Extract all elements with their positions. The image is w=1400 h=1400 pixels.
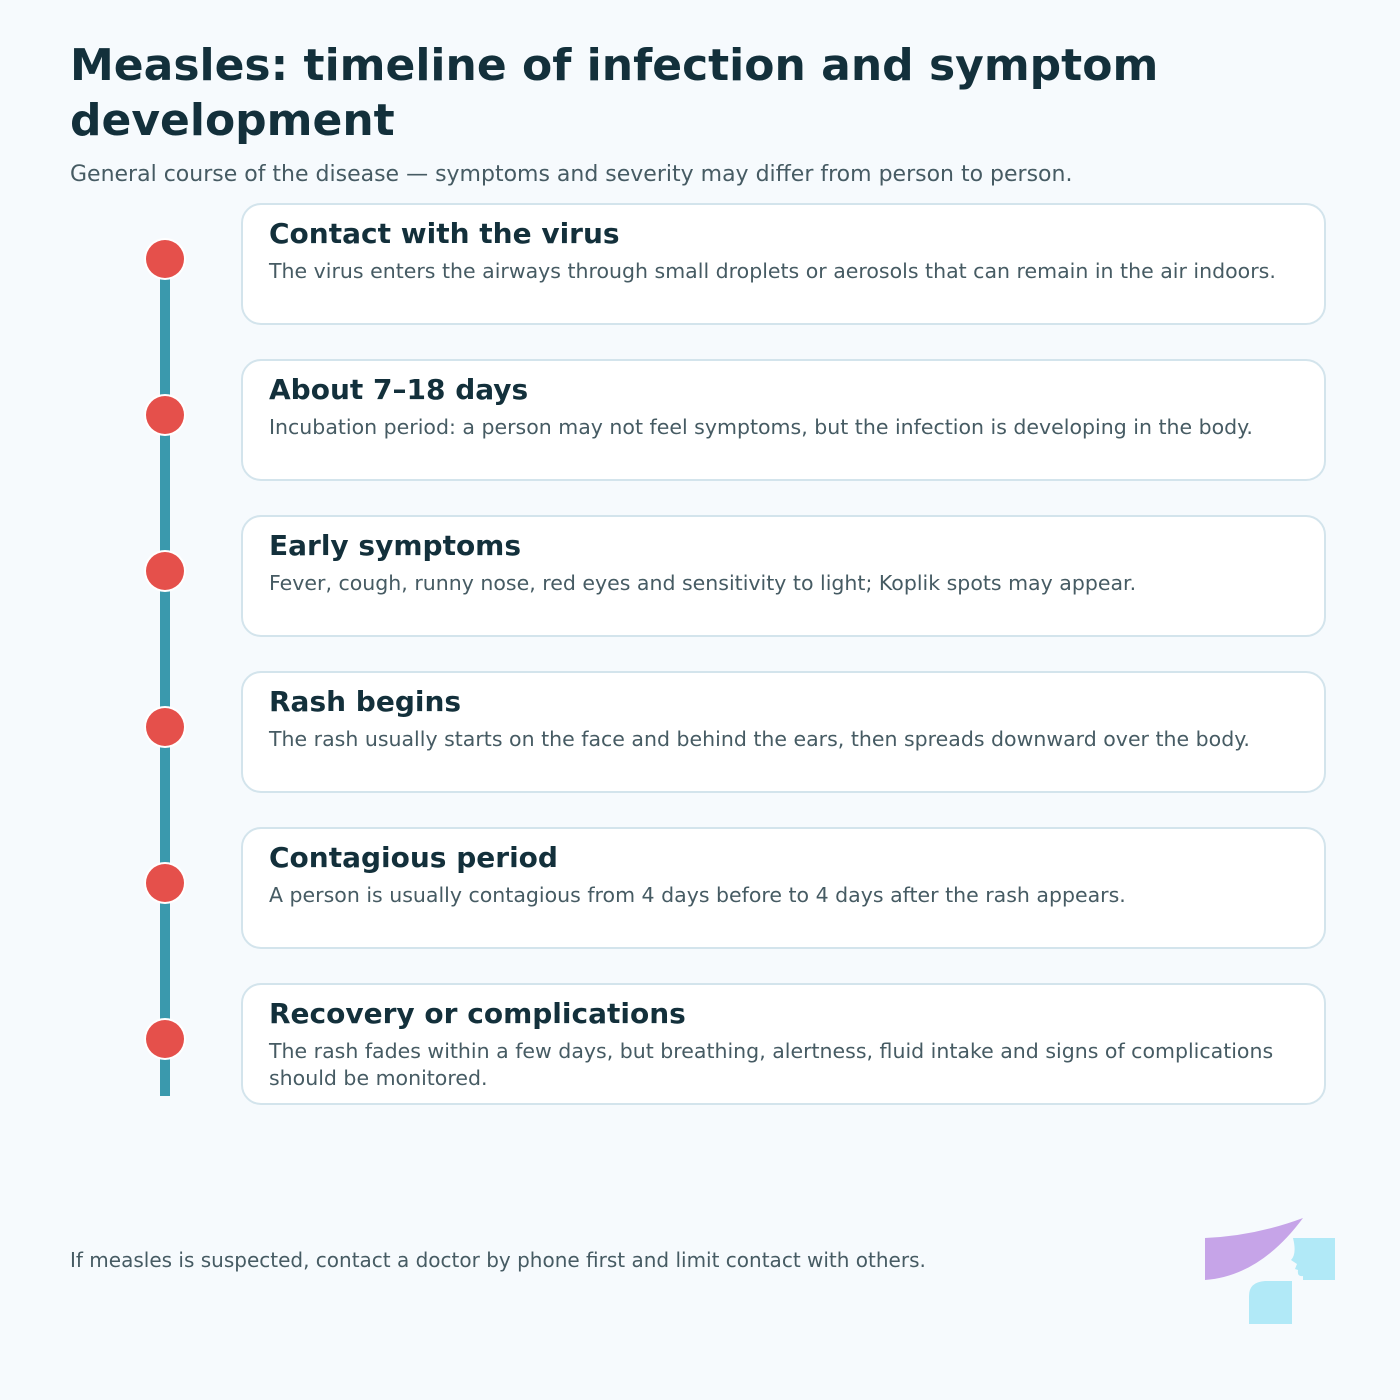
- page-subtitle: General course of the disease — symptoms…: [70, 162, 1073, 187]
- step-description: Incubation period: a person may not feel…: [269, 415, 1253, 439]
- step-title: About 7–18 days: [269, 373, 529, 406]
- step-description: The rash usually starts on the face and …: [269, 727, 1250, 751]
- step-title: Recovery or complications: [269, 997, 686, 1030]
- step-title: Contagious period: [269, 841, 558, 874]
- timeline-dot: [146, 864, 184, 902]
- logo-cyan-base-shape: [1249, 1281, 1292, 1324]
- step-description: A person is usually contagious from 4 da…: [269, 883, 1126, 907]
- timeline-step-card: Recovery or complications The rash fades…: [241, 983, 1326, 1105]
- timeline-step-card: Early symptoms Fever, cough, runny nose,…: [241, 515, 1326, 637]
- step-title: Contact with the virus: [269, 217, 620, 250]
- step-description: The rash fades within a few days, but br…: [269, 1039, 1274, 1090]
- timeline-dot: [146, 708, 184, 746]
- timeline-step-card: About 7–18 days Incubation period: a per…: [241, 359, 1326, 481]
- timeline-step-card: Rash begins The rash usually starts on t…: [241, 671, 1326, 793]
- timeline-dot: [146, 552, 184, 590]
- timeline-step-card: Contact with the virus The virus enters …: [241, 203, 1326, 325]
- timeline-step-card: Contagious period A person is usually co…: [241, 827, 1326, 949]
- footer-note: If measles is suspected, contact a docto…: [70, 1248, 926, 1272]
- timeline-dot: [146, 1020, 184, 1058]
- timeline-dot: [146, 396, 184, 434]
- step-description: Fever, cough, runny nose, red eyes and s…: [269, 571, 1137, 595]
- step-title: Early symptoms: [269, 529, 522, 562]
- page-title: Measles: timeline of infection and sympt…: [70, 40, 1159, 146]
- step-title: Rash begins: [269, 685, 462, 718]
- health-brand-logo-icon: [1205, 1218, 1335, 1324]
- timeline-dot: [146, 240, 184, 278]
- timeline-line: [160, 258, 170, 1096]
- step-description: The virus enters the airways through sma…: [269, 259, 1276, 283]
- logo-cyan-face-shape: [1291, 1238, 1335, 1280]
- logo-purple-leaf-shape: [1205, 1218, 1303, 1280]
